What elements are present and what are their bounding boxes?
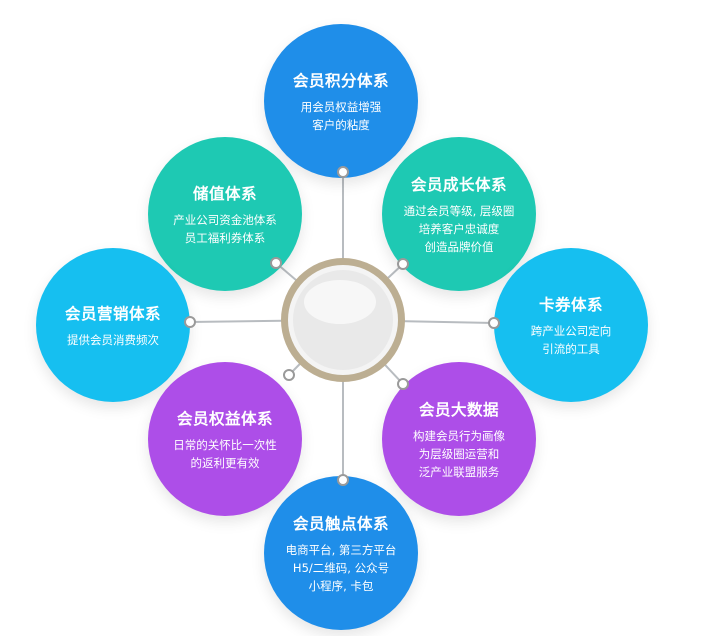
node-rights-line: 日常的关怀比一次性 [173,437,277,452]
node-marketing-title: 会员营销体系 [64,304,161,323]
connector-dot-rights [283,369,295,381]
node-points-title: 会员积分体系 [292,71,389,90]
node-growth-desc: 通过会员等级, 层级圈 培养客户忠诚度 创造品牌价值 [404,202,515,256]
node-stored-value-desc: 产业公司资金池体系 员工福利券体系 [173,211,277,247]
connector-dot-coupon [488,317,500,329]
node-touchpoint-desc: 电商平台, 第三方平台 H5/二维码, 公众号 小程序, 卡包 [286,541,397,595]
node-coupon-title: 卡券体系 [538,295,603,314]
node-marketing: 会员营销体系 提供会员消费频次 [36,248,190,402]
node-rights: 会员权益体系 日常的关怀比一次性 的返利更有效 [148,362,302,516]
node-stored-value-line: 员工福利券体系 [184,230,266,245]
node-touchpoint-title: 会员触点体系 [292,514,389,533]
node-rights-line: 的返利更有效 [190,455,260,470]
node-big-data-line: 为层级圈运营和 [418,446,500,461]
node-growth-line: 培养客户忠诚度 [418,221,500,236]
node-big-data-title: 会员大数据 [418,400,499,419]
connector-dot-big-data [397,378,409,390]
node-stored-value-title: 储值体系 [192,184,257,203]
connector-dot-points [337,166,349,178]
node-coupon-line: 跨产业公司定向 [530,323,612,338]
connector-dot-touchpoint [337,474,349,486]
node-points-line: 用会员权益增强 [300,99,382,114]
node-big-data-desc: 构建会员行为画像 为层级圈运营和 泛产业联盟服务 [413,427,505,481]
node-big-data-line: 构建会员行为画像 [413,428,505,443]
node-rights-desc: 日常的关怀比一次性 的返利更有效 [173,436,277,472]
node-marketing-desc: 提供会员消费频次 [67,331,159,349]
node-marketing-line: 提供会员消费频次 [67,332,159,347]
node-touchpoint-line: 电商平台, 第三方平台 [285,542,397,557]
connector-dot-growth [397,258,409,270]
node-touchpoint-line: 小程序, 卡包 [308,578,374,593]
node-growth-line: 创造品牌价值 [424,239,494,254]
node-points-desc: 用会员权益增强 客户的粘度 [301,98,382,134]
node-coupon: 卡券体系 跨产业公司定向 引流的工具 [494,248,648,402]
node-points: 会员积分体系 用会员权益增强 客户的粘度 [264,24,418,178]
node-coupon-desc: 跨产业公司定向 引流的工具 [531,322,612,358]
hub-highlight [304,280,376,324]
connector-dot-marketing [184,316,196,328]
node-touchpoint: 会员触点体系 电商平台, 第三方平台 H5/二维码, 公众号 小程序, 卡包 [264,476,418,630]
node-rights-title: 会员权益体系 [176,409,273,428]
node-stored-value-line: 产业公司资金池体系 [173,212,277,227]
node-touchpoint-line: H5/二维码, 公众号 [292,560,390,575]
node-growth-line: 通过会员等级, 层级圈 [403,203,515,218]
node-coupon-line: 引流的工具 [542,341,600,356]
node-points-line: 客户的粘度 [312,117,370,132]
connector-dot-stored-value [270,257,282,269]
node-big-data-line: 泛产业联盟服务 [418,464,500,479]
node-growth-title: 会员成长体系 [410,175,507,194]
